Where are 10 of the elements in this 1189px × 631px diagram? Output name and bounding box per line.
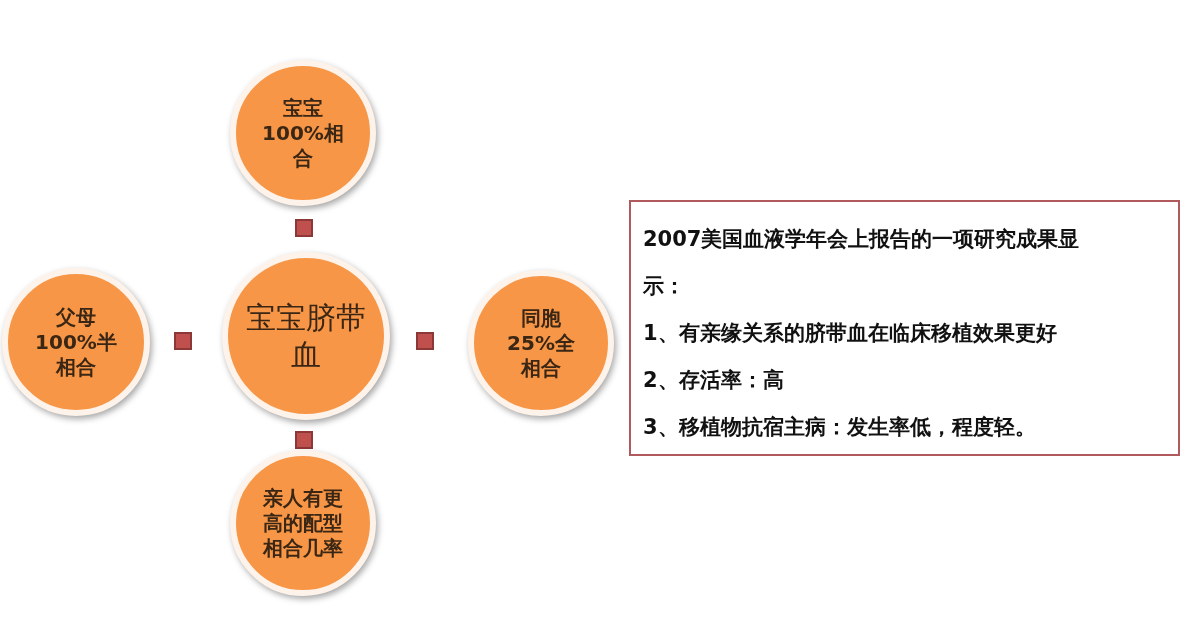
text-line: 3、移植物抗宿主病：发生率低，程度轻。 — [643, 414, 1037, 441]
text-line: 2、存活率：高 — [643, 367, 785, 394]
circle-label: 亲人有更高的配型相合几率 — [261, 485, 344, 561]
text-line: 2007美国血液学年会上报告的一项研究成果显示： — [643, 226, 1081, 300]
text-line: 1、有亲缘关系的脐带血在临床移植效果更好 — [643, 320, 1058, 347]
circle-label: 宝宝 100%相合 — [261, 95, 345, 171]
circle-label: 宝宝脐带血 — [246, 298, 366, 374]
circle-label: 父母 100%半相合 — [34, 304, 118, 380]
circle-label: 同胞 25%全相合 — [506, 305, 576, 381]
text-box — [629, 200, 1180, 456]
